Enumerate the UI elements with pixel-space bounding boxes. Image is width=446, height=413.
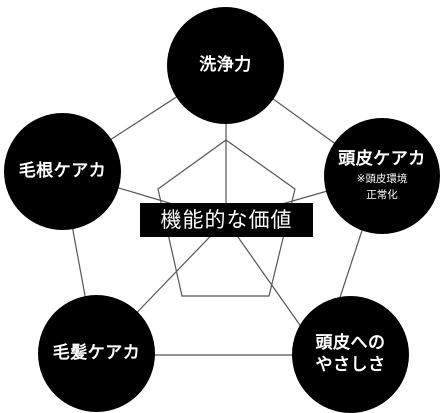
- node-label: 頭皮ケアカ: [338, 149, 426, 170]
- node-cleansing-power: 洗浄力: [167, 7, 284, 124]
- node-hair-root-care: 毛根ケアカ: [4, 113, 121, 230]
- node-scalp-care: 頭皮ケアカ ※頭皮環境 正常化: [324, 118, 440, 234]
- node-note: ※頭皮環境 正常化: [356, 173, 408, 201]
- node-label: 頭皮への やさしさ: [315, 333, 386, 375]
- node-label: 毛髪ケアカ: [52, 342, 141, 363]
- inner-pentagon: [157, 139, 296, 297]
- node-hair-care: 毛髪ケアカ: [38, 295, 155, 412]
- center-title: 機能的な価値: [140, 203, 313, 237]
- node-label: 毛根ケアカ: [18, 160, 107, 181]
- node-label: 洗浄力: [199, 54, 252, 75]
- node-scalp-gentleness: 頭皮への やさしさ: [292, 296, 409, 413]
